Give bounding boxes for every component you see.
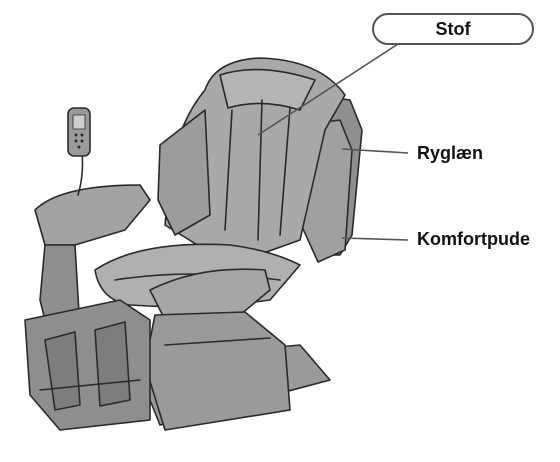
- label-comfort-pad: Komfortpude: [417, 229, 530, 250]
- backrest-left-wing: [158, 110, 210, 235]
- label-fabric: Stof: [436, 19, 471, 40]
- leader-comfort-pad: [342, 238, 408, 240]
- label-backrest: Ryglæn: [417, 143, 483, 164]
- leg-well-right: [95, 322, 130, 406]
- remote-cable: [78, 152, 83, 195]
- leg-rest: [25, 300, 150, 430]
- callout-fabric: Stof: [372, 13, 534, 45]
- headrest-panel: [220, 70, 315, 110]
- right-arm-body: [145, 312, 290, 430]
- left-armrest: [35, 185, 150, 245]
- remote-control-icon: [68, 108, 90, 156]
